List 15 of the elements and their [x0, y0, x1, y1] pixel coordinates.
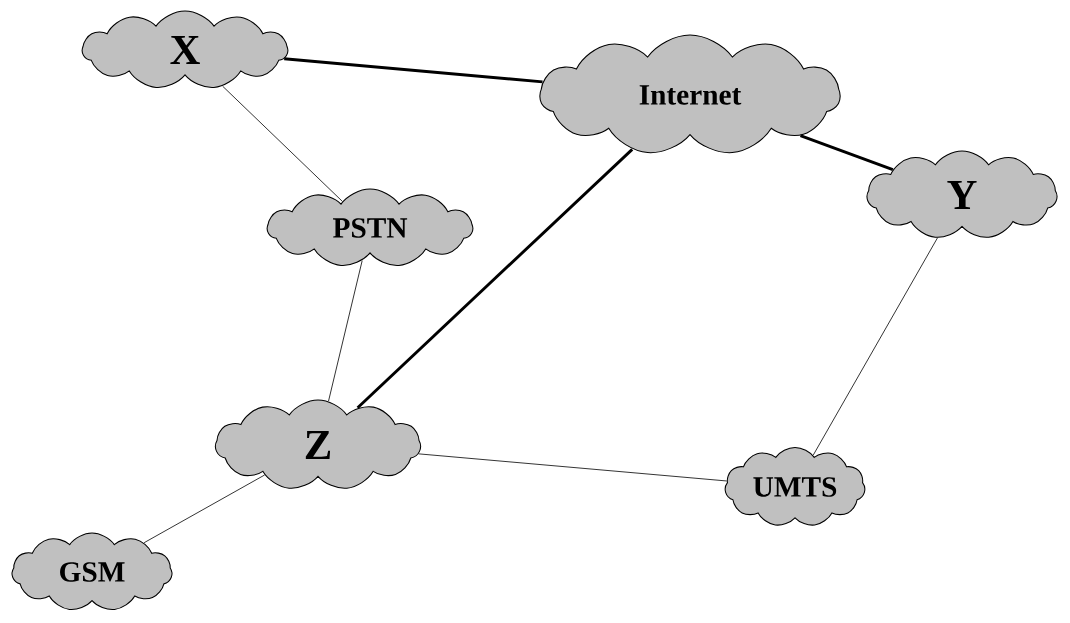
connector-line [143, 474, 265, 544]
connector-line [356, 148, 634, 409]
connector-line [328, 260, 363, 402]
connector-line [418, 453, 728, 482]
network-cloud: PSTN [266, 188, 474, 266]
network-cloud: GSM [11, 532, 173, 611]
connector-line [812, 237, 938, 456]
network-cloud: X [81, 10, 289, 88]
network-cloud: UMTS [724, 446, 866, 526]
connector-line [222, 85, 343, 202]
network-cloud: Y [866, 150, 1058, 238]
connector-line [284, 57, 543, 84]
network-cloud: Z [215, 399, 421, 489]
connector-line [799, 134, 894, 171]
network-cloud: Internet [539, 34, 841, 154]
